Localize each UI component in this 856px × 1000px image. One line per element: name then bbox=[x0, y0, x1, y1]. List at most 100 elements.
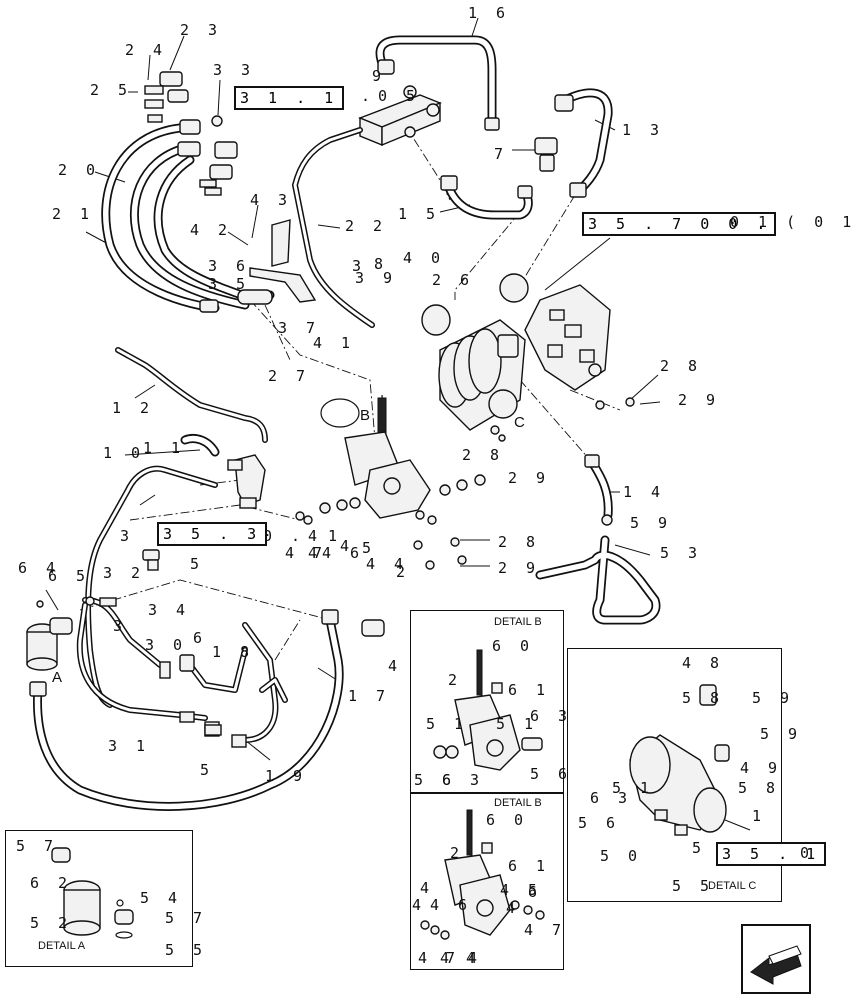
callout-10: 1 0 bbox=[103, 444, 146, 462]
callout-4-right: 4 bbox=[340, 537, 355, 555]
reference-box-35-700[interactable]: 3 5 . 7 0 0 . bbox=[582, 212, 777, 236]
callout-43: 4 3 bbox=[250, 191, 293, 209]
detail-a-callout-54: 5 4 bbox=[140, 889, 183, 907]
next-page-arrow-icon bbox=[750, 945, 802, 985]
reference-box-35-1[interactable]: 3 5 . 1 bbox=[716, 842, 827, 866]
callout-46: 4 6 bbox=[322, 544, 365, 562]
reference-suffix-35-700: 0 1 ( 0 1 bbox=[730, 213, 856, 231]
detail-b-lower-frame bbox=[410, 792, 564, 970]
reference-box-31-1[interactable]: 3 1 . 1 bbox=[234, 86, 345, 110]
tube-12 bbox=[115, 347, 268, 443]
callout-11: 1 1 bbox=[143, 439, 186, 457]
detail-b2-callout-45: 4 5 bbox=[500, 881, 543, 899]
detail-b-callout-61: 6 1 bbox=[508, 681, 551, 699]
callout-1: 1 bbox=[328, 527, 343, 545]
callout-3-lower: 3 bbox=[113, 617, 128, 635]
detail-c-callout-55: 5 5 bbox=[672, 877, 715, 895]
fastener-row bbox=[295, 425, 506, 570]
callout-5-mid: 5 bbox=[362, 539, 377, 557]
callout-26: 2 6 bbox=[432, 271, 475, 289]
callout-3-left: 3 bbox=[120, 527, 135, 545]
callout-59: 5 9 bbox=[630, 514, 673, 532]
callout-29-upper: 2 9 bbox=[678, 391, 721, 409]
detail-a-filter bbox=[51, 847, 134, 939]
callout-a: A bbox=[52, 669, 68, 686]
callout-c: C bbox=[514, 414, 530, 431]
detail-a-callout-62: 6 2 bbox=[30, 874, 73, 892]
detail-b-callout-56-right: 5 6 bbox=[530, 765, 573, 783]
callout-2: 2 bbox=[396, 563, 411, 581]
hoses-20-21 bbox=[101, 119, 275, 313]
fittings-23-25 bbox=[144, 71, 238, 196]
tee-fitting-3 bbox=[142, 549, 160, 571]
callout-65: 6 5 bbox=[48, 567, 91, 585]
detail-b-lower-pump bbox=[420, 809, 545, 940]
callout-19: 1 9 bbox=[265, 767, 308, 785]
callout-22: 2 2 bbox=[345, 217, 388, 235]
next-page-arrow-button[interactable] bbox=[741, 924, 811, 994]
callout-37: 3 7 bbox=[278, 319, 321, 337]
callout-4-upper: 4 bbox=[308, 527, 323, 545]
callout-34: 3 4 bbox=[148, 601, 191, 619]
detail-a-callout-57-right: 5 7 bbox=[165, 909, 208, 927]
callout-28-upper: 2 8 bbox=[660, 357, 703, 375]
bracket-36 bbox=[237, 219, 317, 305]
parts-diagram-page: 1 6 2 3 2 4 3 3 2 5 9 4 . 0 5 1 3 7 2 0 … bbox=[5, 5, 852, 994]
detail-c-callout-58-top: 5 8 bbox=[682, 689, 725, 707]
detail-b-lower-title: DETAIL B bbox=[494, 797, 542, 809]
tee-fitting-5 bbox=[204, 724, 222, 736]
callout-4-right-fitting: 4 bbox=[388, 657, 403, 675]
callout-36: 3 6 bbox=[208, 257, 251, 275]
callout-40: 4 0 bbox=[403, 249, 446, 267]
detail-c-callout-49: 4 9 bbox=[740, 759, 783, 777]
callout-5-lower: 5 bbox=[200, 761, 215, 779]
reference-box-35-3[interactable]: 3 5 . 3 bbox=[157, 522, 268, 546]
callout-47: 4 7 bbox=[285, 544, 328, 562]
detail-b2-callout-6: 6 bbox=[528, 883, 543, 901]
detail-b-upper-title: DETAIL B bbox=[494, 616, 542, 628]
detail-c-callout-5: 5 bbox=[692, 839, 707, 857]
detail-b2-callout-46: 4 6 bbox=[430, 896, 473, 914]
callout-7: 7 bbox=[494, 145, 509, 163]
callout-53: 5 3 bbox=[660, 544, 703, 562]
callout-b: B bbox=[360, 407, 376, 424]
callout-15: 1 5 bbox=[398, 205, 441, 223]
detail-b2-callout-2: 2 bbox=[450, 844, 465, 862]
callout-13: 1 3 bbox=[622, 121, 665, 139]
callout-29-lower: 2 9 bbox=[498, 559, 541, 577]
detail-c-frame bbox=[567, 648, 782, 902]
detail-c-title: DETAIL C bbox=[708, 880, 757, 892]
callout-33: 3 3 bbox=[213, 61, 256, 79]
callout-24: 2 4 bbox=[125, 41, 168, 59]
detail-b2-callout-44: 4 4 bbox=[440, 949, 483, 967]
callout-29-mid: 2 9 bbox=[508, 469, 551, 487]
valve-block-9 bbox=[358, 85, 442, 147]
detail-drawings bbox=[51, 649, 751, 940]
callout-18: 1 8 bbox=[212, 643, 255, 661]
detail-c-callout-63: 6 3 bbox=[590, 789, 633, 807]
callout-42: 4 2 bbox=[190, 221, 233, 239]
callout-20: 2 0 bbox=[58, 161, 101, 179]
detail-b2-callout-61: 6 1 bbox=[508, 857, 551, 875]
fitting-4 bbox=[361, 619, 385, 637]
callout-0-dot: 0 . bbox=[263, 527, 306, 545]
callout-25: 2 5 bbox=[90, 81, 133, 99]
detail-b-upper-frame bbox=[410, 610, 564, 794]
detail-b2-callout-47-left: 4 7 bbox=[418, 949, 461, 967]
callout-28-mid: 2 8 bbox=[462, 446, 505, 464]
fittings-8-11 bbox=[85, 434, 266, 708]
detail-c-callout-58-bottom: 5 8 bbox=[738, 779, 781, 797]
pump-26 bbox=[421, 273, 529, 431]
elbow-7 bbox=[534, 137, 558, 172]
callout-35: 3 5 bbox=[208, 275, 251, 293]
callout-9: 9 bbox=[372, 67, 387, 85]
detail-b-callout-51-right: 5 1 bbox=[496, 715, 539, 733]
detail-b2-callout-4-b: 4 bbox=[412, 896, 427, 914]
detail-b-callout-56-left: 5 6 bbox=[414, 771, 457, 789]
callout-12: 1 2 bbox=[112, 399, 155, 417]
detail-c-callout-59-mid: 5 9 bbox=[760, 725, 803, 743]
tube-17 bbox=[29, 609, 344, 811]
callout-05: 0 5 bbox=[378, 87, 421, 105]
pump-mount-b bbox=[344, 394, 431, 519]
callout-3: 3 bbox=[352, 257, 367, 275]
